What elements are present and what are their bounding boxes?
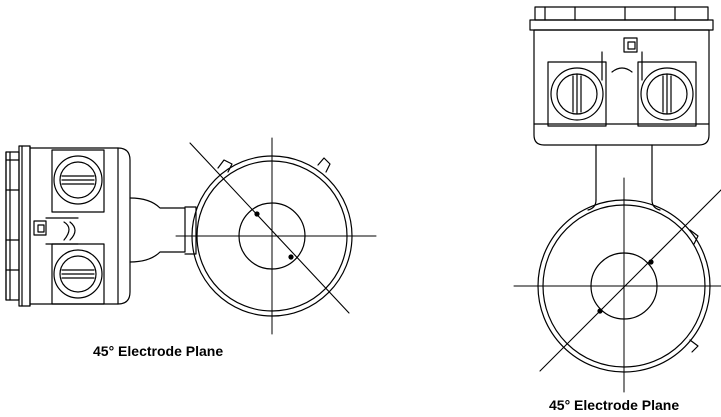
left-flow-tube — [175, 137, 377, 335]
left-conduit-plug-top — [51, 149, 105, 213]
left-view — [5, 137, 377, 335]
right-conduit-plug-left — [547, 61, 607, 127]
left-view-caption: 45° Electrode Plane — [93, 343, 224, 359]
right-electrode-plane-line — [539, 189, 721, 372]
right-flow-tube — [513, 177, 721, 393]
left-conduit-plug-bottom — [51, 243, 105, 305]
right-view-caption: 45° Electrode Plane — [549, 397, 680, 413]
left-electrode-plane-line — [189, 142, 350, 314]
right-conduit-plug-right — [637, 61, 697, 127]
right-transmitter-housing — [529, 6, 714, 211]
right-view — [513, 6, 721, 393]
left-transmitter-housing — [5, 145, 197, 307]
